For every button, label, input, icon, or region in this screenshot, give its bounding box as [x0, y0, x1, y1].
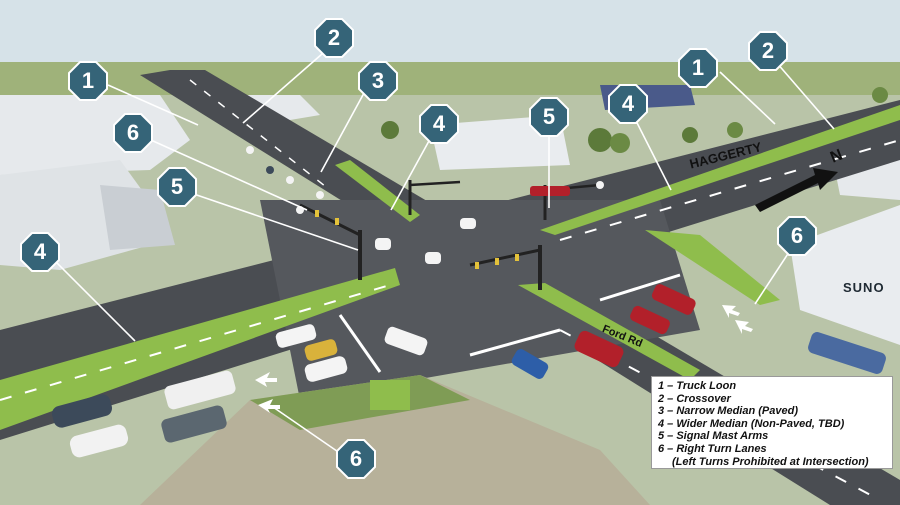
legend-item-wider-median: 4 – Wider Median (Non-Paved, TBD) — [658, 417, 845, 430]
legend-item-crossover: 2 – Crossover — [658, 392, 731, 405]
callout-number: 4 — [33, 239, 47, 264]
callout-number: 2 — [327, 25, 341, 50]
callout-number: 1 — [81, 68, 95, 93]
callout-2-left: 2 — [314, 18, 354, 58]
callout-number: 6 — [790, 223, 804, 248]
callout-1-right: 1 — [678, 48, 718, 88]
callout-4-center: 4 — [419, 104, 459, 144]
legend-item-truck-loon: 1 – Truck Loon — [658, 380, 737, 392]
callout-5-right: 5 — [529, 97, 569, 137]
callout-4-left: 4 — [20, 232, 60, 272]
callout-number: 6 — [349, 446, 363, 471]
callout-number: 4 — [621, 91, 635, 116]
callout-1-left: 1 — [68, 61, 108, 101]
callout-6-upper-left: 6 — [113, 113, 153, 153]
legend-item-right-turn-lanes: 6 – Right Turn Lanes — [658, 442, 767, 455]
callout-6-bottom: 6 — [336, 439, 376, 479]
legend-item-narrow-median: 3 – Narrow Median (Paved) — [658, 405, 798, 418]
callout-number: 3 — [371, 68, 385, 93]
callout-number: 5 — [542, 104, 556, 129]
north-arrow-icon — [755, 168, 838, 212]
legend-item-signal-mast-arms: 5 – Signal Mast Arms — [658, 430, 769, 443]
callout-3: 3 — [358, 61, 398, 101]
callout-number: 2 — [761, 38, 775, 63]
callout-number: 1 — [691, 55, 705, 80]
callout-5-left: 5 — [157, 167, 197, 207]
callout-number: 6 — [126, 120, 140, 145]
callout-number: 4 — [432, 111, 446, 136]
callout-number: 5 — [170, 174, 184, 199]
callout-4-right: 4 — [608, 84, 648, 124]
callout-6-right: 6 — [777, 216, 817, 256]
callout-2-right: 2 — [748, 31, 788, 71]
legend-box: 1 – Truck Loon 2 – Crossover 3 – Narrow … — [651, 376, 893, 469]
legend-item-left-turns-note: (Left Turns Prohibited at Intersection) — [672, 455, 869, 468]
building-sign: SUNO — [843, 280, 885, 295]
